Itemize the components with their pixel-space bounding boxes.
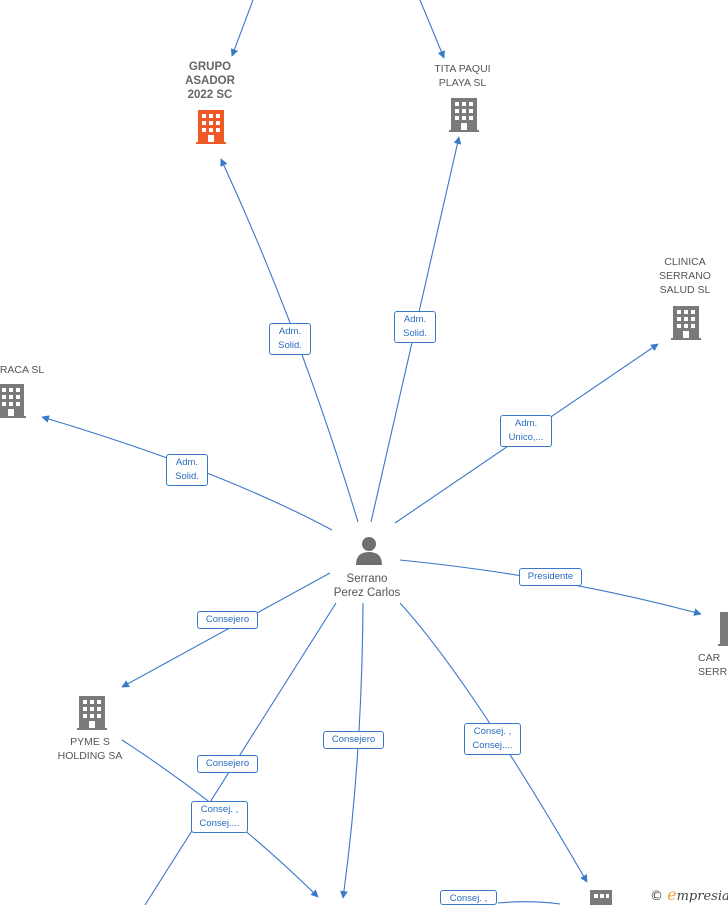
- node-label-tita-paqui[interactable]: TITA PAQUI PLAYA SL: [434, 63, 491, 89]
- edge-person-bottom-right: [399, 602, 588, 883]
- node-label-person[interactable]: Serrano Perez Carlos: [333, 573, 401, 599]
- building-icon[interactable]: [196, 110, 226, 144]
- building-icon[interactable]: [77, 696, 107, 730]
- edge-label-adm-unico-clinica[interactable]: Adm. Unico,...: [500, 415, 552, 447]
- brand-initial: e: [667, 885, 677, 904]
- building-icon[interactable]: [590, 890, 612, 905]
- building-icon[interactable]: [671, 306, 701, 340]
- brand-name: mpresia: [676, 889, 728, 904]
- edge-label-consejero-pyme[interactable]: Consejero: [197, 611, 258, 629]
- node-label-raca[interactable]: RACA SL: [0, 364, 45, 376]
- node-label-grupo-asador[interactable]: GRUPO ASADOR 2022 SC: [185, 61, 235, 101]
- edge-person-pyme-holding: [121, 572, 331, 688]
- edge-label-consejero-bottom-left[interactable]: Consejero: [197, 755, 258, 773]
- empresia-watermark: © empresia: [650, 885, 728, 904]
- edge-top-right-incoming: [419, 0, 445, 59]
- edge-label-presidente[interactable]: Presidente: [519, 568, 582, 586]
- edge-label-adm-solid-grupo[interactable]: Adm. Solid.: [269, 323, 311, 355]
- edge-person-bottom-left: [144, 602, 337, 905]
- node-label-clinica-serrano[interactable]: CLINICA SERRANO SALUD SL: [659, 256, 711, 296]
- building-icon[interactable]: [449, 98, 479, 132]
- edge-label-adm-solid-raca[interactable]: Adm. Solid.: [166, 454, 208, 486]
- edge-label-consej-bottom-extra[interactable]: Consej. ,: [440, 890, 497, 905]
- edge-person-bottom-center: [340, 602, 364, 899]
- edge-top-left-incoming: [230, 0, 254, 57]
- node-label-car-serr[interactable]: CAR SERR: [698, 652, 728, 678]
- building-icon[interactable]: [0, 384, 26, 418]
- node-label-pyme-holding[interactable]: PYME S HOLDING SA: [57, 736, 123, 762]
- edge-label-consej-bottom-right[interactable]: Consej. , Consej....: [464, 723, 521, 755]
- copyright-symbol: ©: [650, 889, 663, 904]
- edge-label-consejero-bottom-center[interactable]: Consejero: [323, 731, 384, 749]
- building-icon[interactable]: [718, 612, 728, 646]
- edge-bottom-right-extra: [497, 901, 561, 905]
- edge-label-adm-solid-tita[interactable]: Adm. Solid.: [394, 311, 436, 343]
- edge-label-consej-pyme-center[interactable]: Consej. , Consej....: [191, 801, 248, 833]
- person-icon[interactable]: [356, 537, 382, 565]
